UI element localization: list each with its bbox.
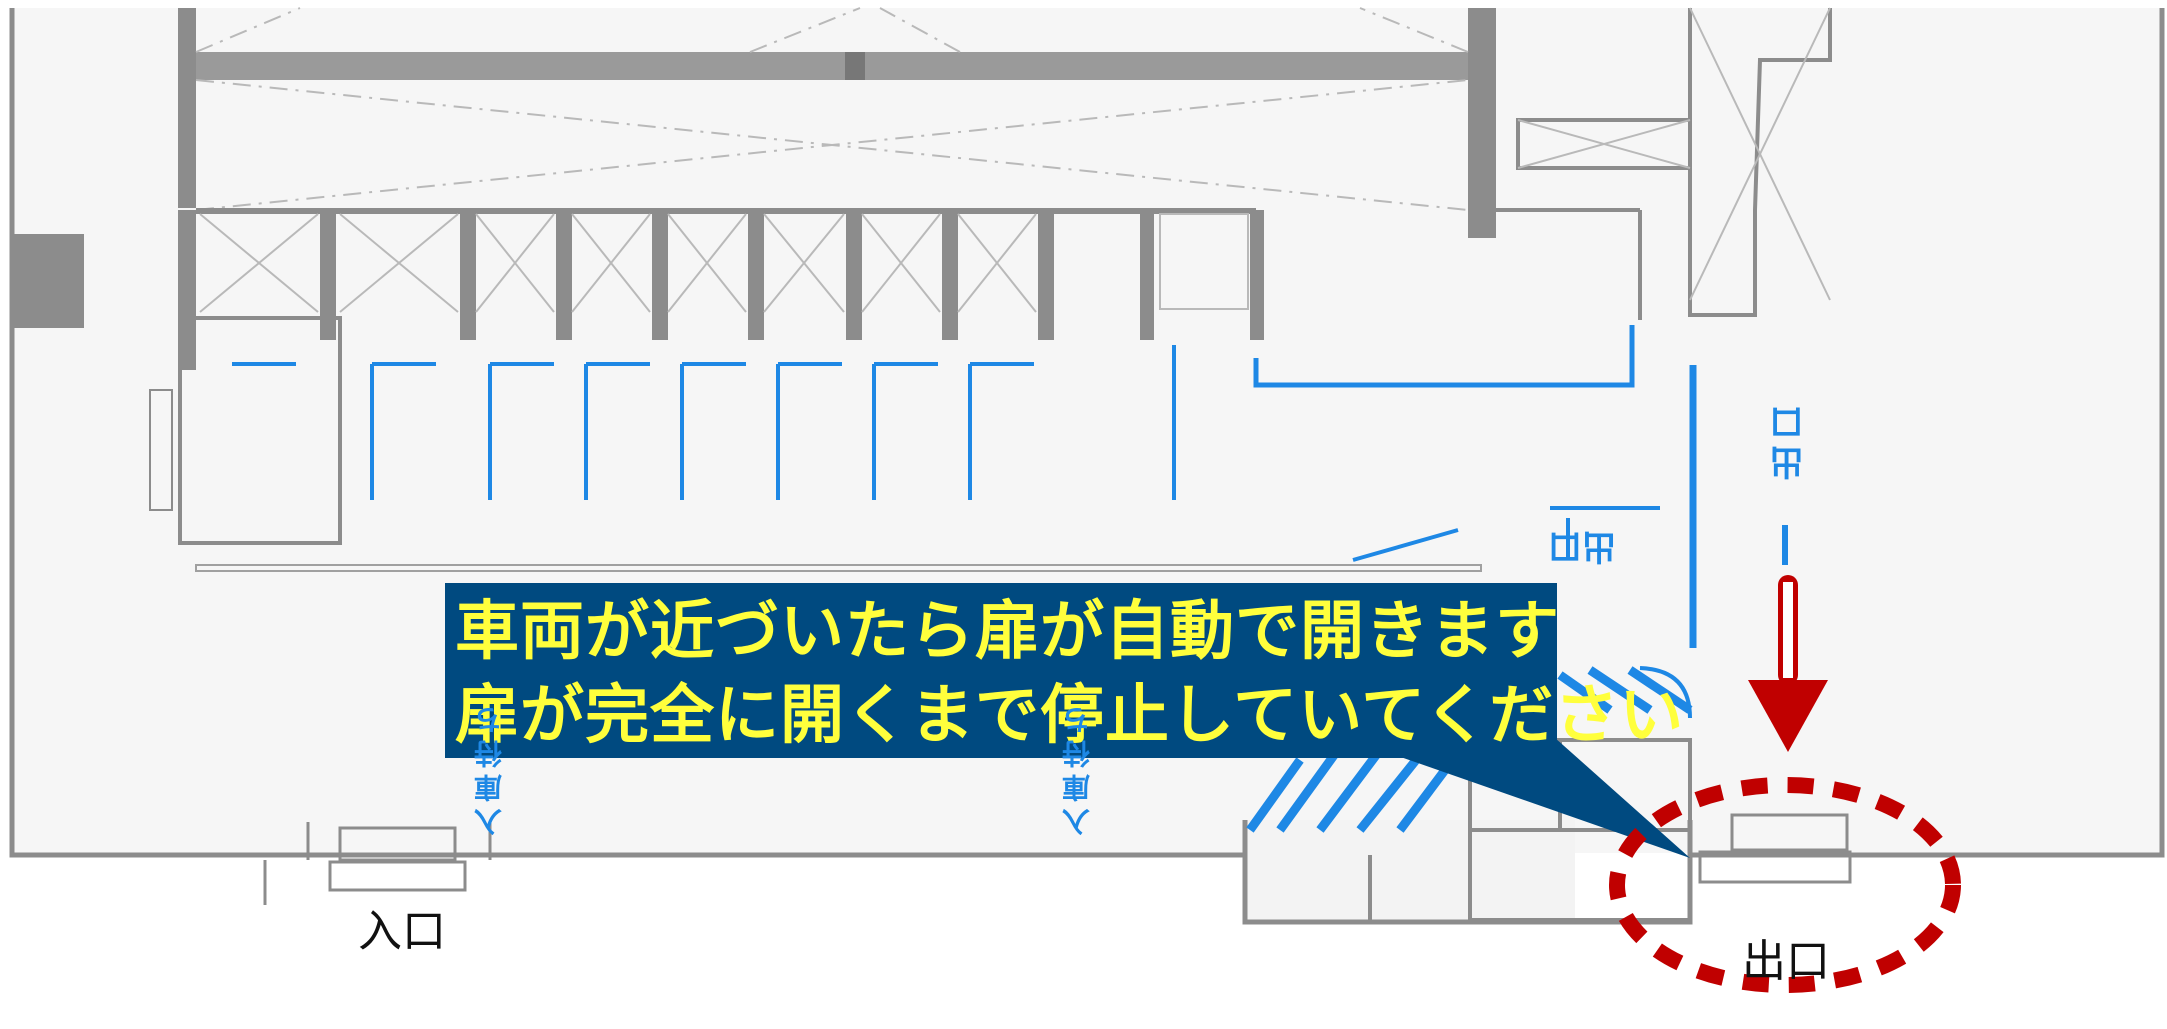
down-arrow [1748, 575, 1828, 752]
floor-marking-exit-vertical: 出口 [1770, 400, 1810, 480]
callout-line-1: 車両が近づいたら扉が自動で開きます [455, 595, 1560, 669]
upper-right-shaft [1496, 7, 1832, 320]
exit-door-unit [1698, 813, 1852, 884]
exit-label: 出口 [1742, 936, 1830, 987]
left-room [10, 234, 342, 545]
ramp-structure [178, 7, 1496, 238]
lower-annex-floor [1245, 820, 1575, 920]
entrance-label: 入口 [358, 906, 446, 957]
bay-door-symbols [199, 213, 1249, 313]
curb [195, 564, 1482, 572]
parking-lines [232, 325, 1788, 648]
exit-highlight-ellipse [1609, 777, 1961, 993]
callout-box [445, 583, 1557, 758]
entrance-door-unit [263, 822, 492, 905]
floor-marking-waiting-right: 入庫待ち [1061, 700, 1094, 836]
callout-message: 車両が近づいたら扉が自動で開きます 扉が完全に開くまで停止していてください [455, 590, 1684, 758]
floor-marking-exit-horizontal: 出口 [1548, 526, 1616, 566]
parking-bays [178, 208, 1264, 370]
hatched-zone-edge [1639, 666, 1692, 719]
callout-line-2: 扉が完全に開くまで停止していてください [455, 679, 1685, 753]
floor-marking-waiting-left: 入庫待ち [473, 700, 506, 836]
